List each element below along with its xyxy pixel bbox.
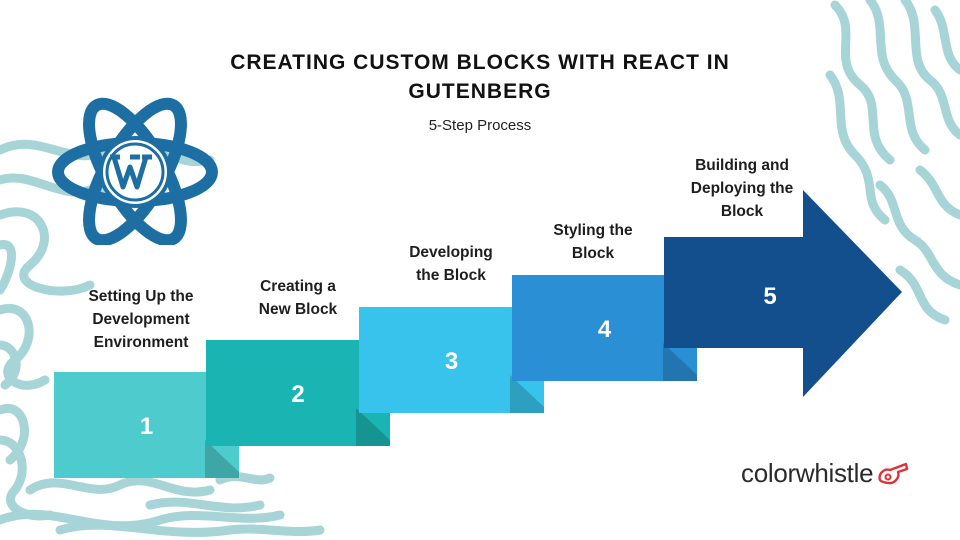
page-title: CREATING CUSTOM BLOCKS WITH REACT IN GUT… bbox=[230, 51, 730, 103]
step-fold-shadow-1 bbox=[205, 440, 239, 478]
step-label-4: Styling the Block bbox=[553, 222, 633, 262]
step-number-5: 5 bbox=[763, 283, 776, 310]
colorwhistle-logo: colorwhistle bbox=[741, 453, 910, 493]
whistle-icon bbox=[878, 462, 909, 485]
page-subtitle: 5-Step Process bbox=[428, 117, 532, 134]
step-number-3: 3 bbox=[445, 348, 458, 375]
step-label-2: Creating a New Block bbox=[258, 278, 338, 318]
step-number-2: 2 bbox=[291, 381, 304, 408]
step-fold-shadow-3 bbox=[510, 375, 544, 413]
step-fold-shadow-4 bbox=[663, 343, 697, 381]
react-wordpress-icon bbox=[52, 97, 218, 245]
step-arrow-5 bbox=[664, 190, 902, 397]
logo-text: colorwhistle bbox=[741, 457, 874, 488]
step-fold-shadow-2 bbox=[356, 408, 390, 446]
step-number-1: 1 bbox=[140, 413, 153, 440]
step-label-5: Building and Deploying the Block bbox=[690, 157, 794, 220]
step-label-1: Setting Up the Development Environment bbox=[88, 288, 194, 351]
step-number-4: 4 bbox=[598, 316, 612, 343]
step-label-3: Developing the Block bbox=[409, 244, 493, 284]
